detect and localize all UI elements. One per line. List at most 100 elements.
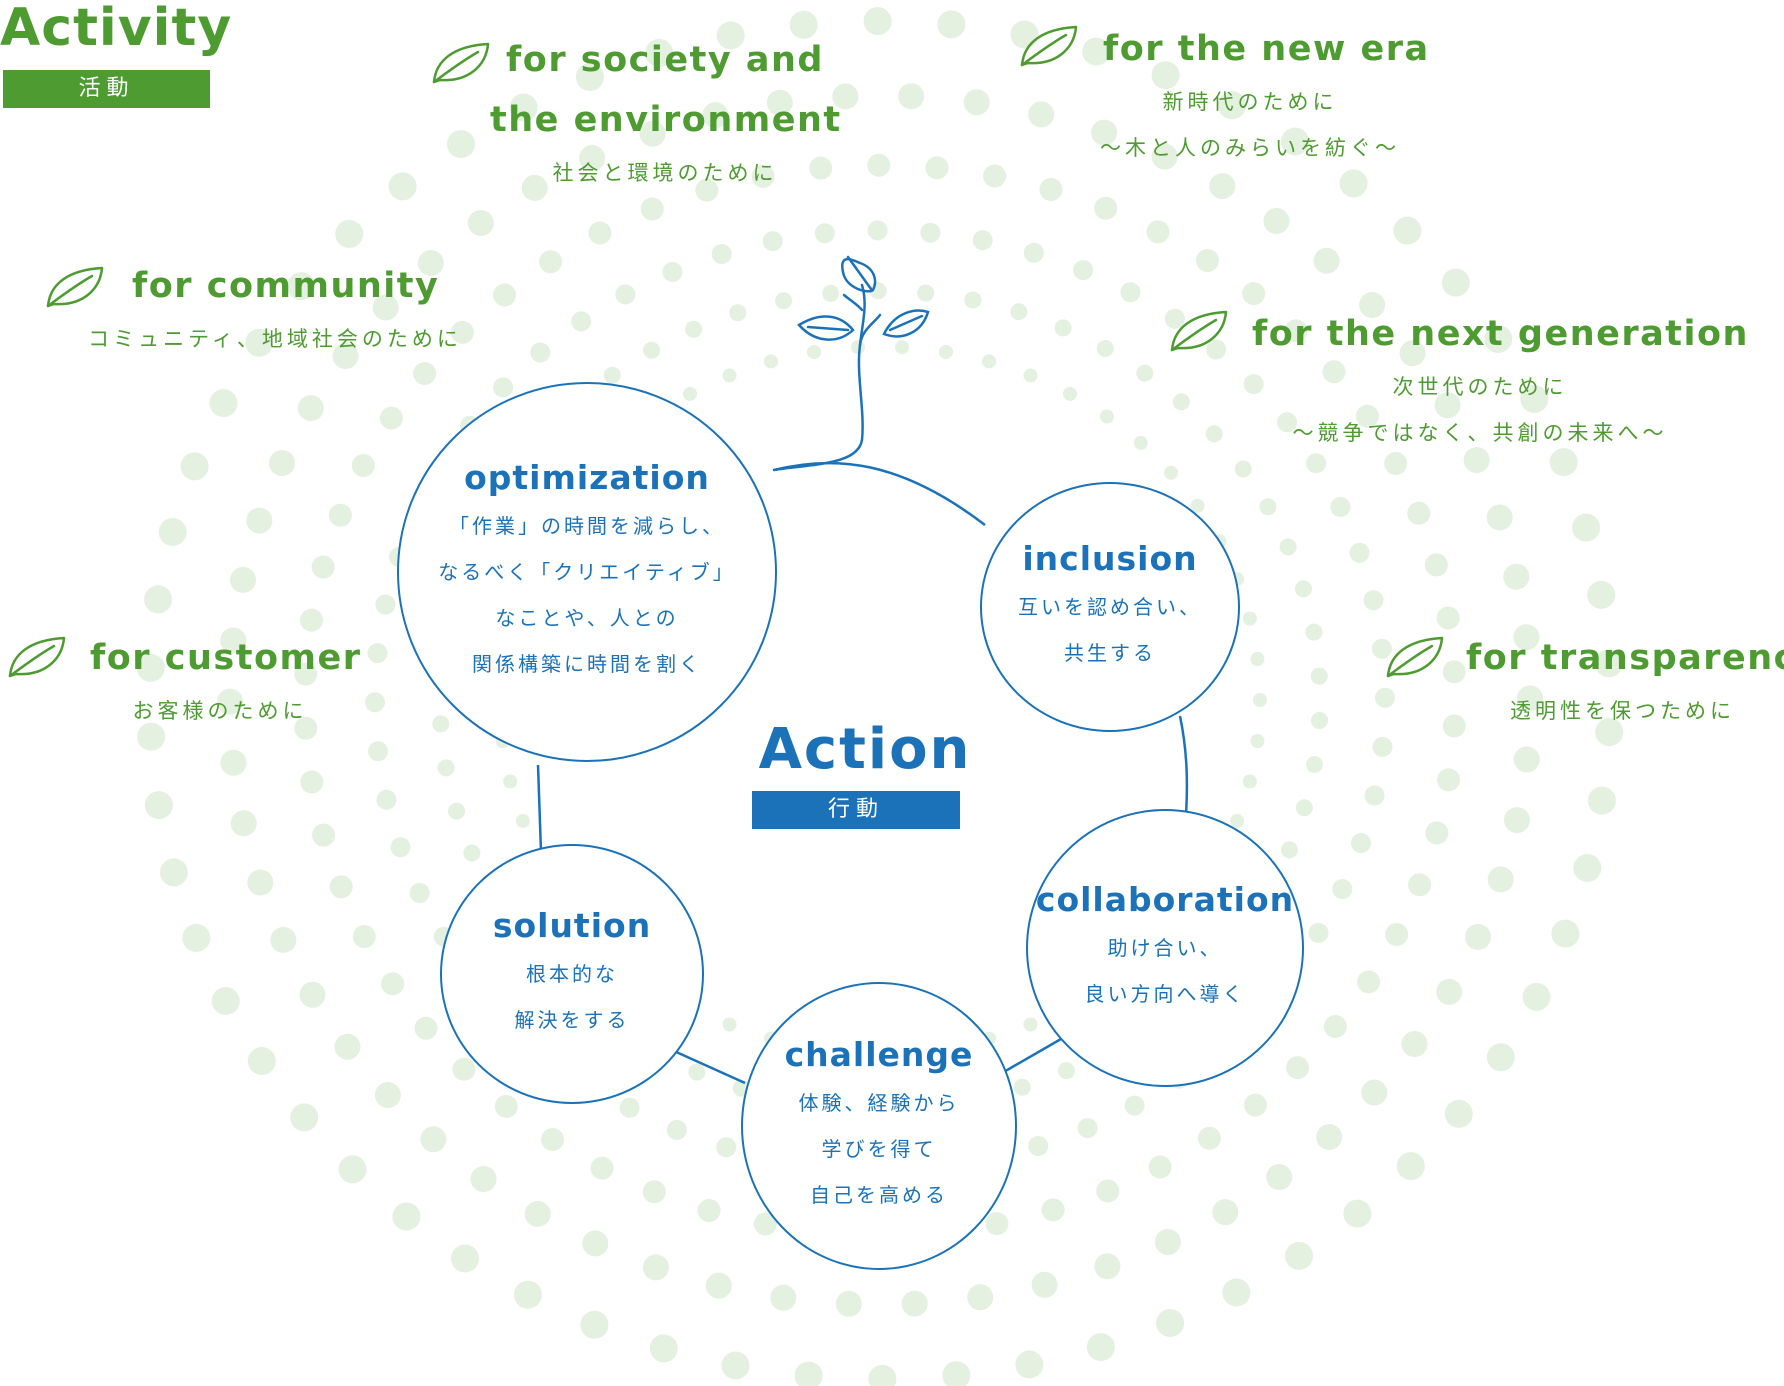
action-inclusion-text-2: 共生する — [1064, 640, 1156, 665]
background-dot — [1442, 660, 1466, 684]
background-dot — [716, 1137, 737, 1158]
purpose-new-era-title: for the new era — [1103, 29, 1430, 69]
background-dot — [588, 221, 612, 245]
background-dot — [1343, 1199, 1372, 1228]
background-dot — [334, 1033, 361, 1060]
connector-collaboration-challenge — [1001, 1037, 1062, 1075]
purpose-new-era-subtitle-1: 新時代のために — [1162, 90, 1338, 114]
leaf-icon — [1170, 310, 1228, 352]
background-dot — [688, 1063, 706, 1081]
background-dot — [1407, 501, 1431, 525]
background-dot — [1023, 1017, 1038, 1032]
background-dot — [666, 1119, 687, 1140]
background-dot — [963, 89, 990, 116]
background-dot — [1363, 590, 1384, 611]
background-dot — [1136, 364, 1154, 382]
action-challenge-text-2: 学びを得て — [821, 1136, 937, 1161]
background-dot — [1311, 712, 1328, 729]
background-dot — [515, 813, 530, 828]
purpose-customer-title: for customer — [90, 638, 362, 678]
background-dot — [1503, 563, 1530, 590]
action-solution-text-2: 解決をする — [514, 1007, 630, 1032]
background-dot — [335, 219, 364, 248]
background-dot — [1190, 498, 1205, 513]
action-center-badge: 行動 — [752, 791, 960, 829]
background-dot — [1424, 553, 1448, 577]
background-dot — [764, 354, 778, 369]
background-dot — [716, 21, 745, 50]
background-dot — [766, 89, 793, 116]
background-dot — [1096, 1179, 1120, 1203]
background-dot — [1306, 453, 1327, 474]
background-dot — [1206, 339, 1227, 360]
background-dot — [1218, 91, 1247, 120]
background-dot — [247, 869, 274, 896]
background-dot — [1209, 173, 1236, 200]
background-dot — [144, 585, 173, 614]
background-dot — [209, 389, 238, 418]
background-dot — [1484, 325, 1513, 353]
background-dot — [789, 10, 818, 39]
background-dot — [329, 875, 353, 899]
background-dot — [1286, 1056, 1310, 1080]
action-inclusion-text-1: 互いを認め合い、 — [1018, 594, 1202, 619]
background-dot — [328, 503, 352, 527]
background-dot — [640, 197, 664, 221]
background-dot — [1230, 813, 1245, 828]
action-optimization-text-4: 関係構築に時間を割く — [472, 651, 702, 676]
background-dot — [1013, 1078, 1031, 1096]
background-dot — [814, 223, 835, 244]
background-dot — [230, 810, 257, 837]
background-dot — [1513, 746, 1540, 773]
background-dot — [1572, 513, 1601, 542]
background-dot — [937, 10, 966, 39]
background-dot — [414, 1016, 438, 1040]
background-dot — [753, 1212, 777, 1236]
purpose-society-title-line-1: for society and — [506, 40, 824, 80]
background-dot — [1242, 611, 1257, 626]
background-dot — [662, 261, 683, 282]
background-dot — [299, 981, 326, 1008]
background-dot — [1096, 340, 1114, 357]
background-dot — [1595, 718, 1624, 747]
background-dot — [1146, 220, 1170, 244]
background-dot — [352, 925, 376, 948]
background-dot — [1587, 786, 1616, 815]
background-dot — [1205, 425, 1223, 443]
background-dot — [619, 1097, 640, 1118]
purpose-next-generation: for the next generation 次世代のために ～競争ではなく、… — [1170, 304, 1747, 456]
purpose-society-title-line-2: the environment — [490, 100, 842, 140]
action-optimization-text-1: 「作業」の時間を減らし、 — [449, 513, 725, 538]
background-dot — [452, 1057, 476, 1081]
background-dot — [1266, 1164, 1293, 1190]
background-dot — [368, 741, 388, 762]
background-dot — [1399, 340, 1426, 367]
background-dot — [1522, 982, 1551, 1011]
purpose-new-era: for the new era 新時代のために ～木と人のみらいを紡ぐ～ — [1020, 19, 1430, 171]
background-dot — [1310, 667, 1328, 685]
background-dot — [494, 1094, 518, 1118]
background-dot — [917, 284, 935, 302]
background-dot — [1295, 580, 1312, 598]
leaf-icon — [46, 266, 104, 308]
background-dot — [220, 627, 247, 654]
background-dot — [1396, 1152, 1425, 1181]
background-dot — [1437, 768, 1460, 792]
background-dot — [822, 284, 840, 302]
background-dot — [1120, 282, 1141, 303]
background-dot — [1357, 970, 1381, 994]
leaf-icon — [1020, 25, 1078, 67]
background-dot — [1063, 386, 1077, 401]
background-dot — [983, 164, 1007, 188]
leaf-icon — [8, 636, 66, 678]
connector-optimization-inclusion — [773, 461, 986, 526]
background-dot — [182, 923, 211, 952]
action-optimization-text-3: なことや、人との — [495, 605, 679, 630]
background-dot — [1463, 447, 1490, 474]
background-dot — [300, 608, 323, 632]
background-dot — [729, 304, 747, 322]
background-dot — [381, 972, 405, 996]
background-dot — [863, 7, 892, 36]
action-center-title: Action — [758, 717, 972, 782]
background-dot — [1133, 435, 1148, 450]
